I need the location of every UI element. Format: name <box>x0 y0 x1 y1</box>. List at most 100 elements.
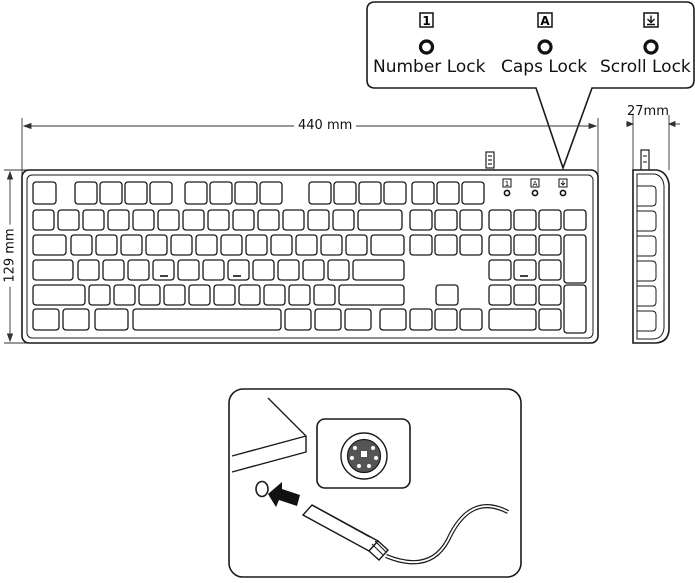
keycap <box>488 234 512 256</box>
keycap <box>488 308 537 331</box>
keycap <box>288 284 311 306</box>
keycap <box>307 209 330 231</box>
keycap <box>538 308 562 331</box>
keycap <box>434 234 458 256</box>
keycap <box>461 181 485 205</box>
number-lock-icon: 1 <box>419 12 434 28</box>
keycap <box>220 234 243 256</box>
keycap <box>188 284 211 306</box>
keycap <box>94 308 129 331</box>
keycap <box>513 209 537 231</box>
keycap <box>62 308 90 331</box>
keycap <box>538 234 562 256</box>
keyboard-number-lock-led-icon: 1 <box>502 178 512 197</box>
keycap <box>209 181 233 205</box>
keycap <box>434 209 458 231</box>
keycap <box>107 209 130 231</box>
keycap <box>538 259 562 281</box>
keycap <box>488 284 512 306</box>
keycap <box>145 234 168 256</box>
keycap <box>338 284 405 306</box>
keycap <box>252 259 275 281</box>
keycap <box>70 234 93 256</box>
keycap <box>411 181 435 205</box>
height-dimension-label: 129 mm <box>2 224 18 287</box>
keycap <box>113 284 136 306</box>
keycap <box>370 234 405 256</box>
keycap <box>459 234 483 256</box>
keycap <box>284 308 312 331</box>
keycap <box>563 234 587 284</box>
keycap <box>538 284 562 306</box>
caps-lock-led-icon <box>537 39 553 55</box>
keycap <box>132 209 155 231</box>
keycap <box>232 209 255 231</box>
keycap <box>238 284 261 306</box>
keycap <box>77 259 100 281</box>
keycap <box>563 209 587 231</box>
keycap <box>207 209 230 231</box>
keycap <box>138 284 161 306</box>
keycap <box>459 308 483 331</box>
svg-text:A: A <box>540 14 550 28</box>
keycap <box>379 308 407 331</box>
keycap <box>538 209 562 231</box>
keycap <box>344 308 372 331</box>
keycap <box>282 209 305 231</box>
keycap <box>320 234 343 256</box>
keycap <box>99 181 123 205</box>
width-dimension-line <box>21 118 599 176</box>
keycap <box>345 234 368 256</box>
port-zoom <box>316 418 411 489</box>
caps-lock-label: Caps Lock <box>501 57 588 77</box>
caps-lock-icon: A <box>537 12 553 28</box>
side-keycap <box>637 210 657 232</box>
keycap <box>88 284 111 306</box>
keyboard-scroll-lock-led-icon <box>558 178 568 197</box>
number-lock-label: Number Lock <box>373 57 486 77</box>
keycap <box>184 181 208 205</box>
keycap <box>488 259 512 281</box>
scroll-lock-label: Scroll Lock <box>600 57 691 77</box>
keycap <box>32 284 86 306</box>
keycap <box>213 284 236 306</box>
keycap <box>459 209 483 231</box>
side-keycap <box>637 260 657 282</box>
keycap <box>302 259 325 281</box>
side-keycap <box>637 310 657 332</box>
keycap <box>95 234 118 256</box>
keycap <box>149 181 173 205</box>
keycap <box>195 234 218 256</box>
keycap <box>202 259 225 281</box>
svg-text:A: A <box>533 180 538 188</box>
keyboard-cable <box>485 151 495 169</box>
keycap <box>32 234 67 256</box>
keycap <box>132 308 282 331</box>
keycap <box>182 209 205 231</box>
keycap <box>308 181 332 205</box>
keycap <box>74 181 98 205</box>
side-keycap <box>637 185 657 207</box>
keycap <box>513 284 537 306</box>
width-dimension-label: 440 mm <box>294 118 357 133</box>
keycap <box>513 234 537 256</box>
ps2-plug <box>301 504 389 561</box>
keycap <box>263 284 286 306</box>
keycap <box>127 259 150 281</box>
indicator-callout: 1 A <box>366 1 695 171</box>
side-keycap <box>637 285 657 307</box>
depth-dimension-line <box>626 115 680 170</box>
keycap <box>357 209 403 231</box>
keycap <box>314 308 342 331</box>
keycap <box>563 284 587 334</box>
keycap <box>436 181 460 205</box>
keycap <box>352 259 405 281</box>
keycap <box>32 181 57 205</box>
insert-arrow-icon <box>268 482 300 507</box>
keycap <box>358 181 382 205</box>
keycap <box>488 209 512 231</box>
keycap <box>170 234 193 256</box>
ps2-port-icon <box>255 480 269 498</box>
computer-case <box>231 397 307 473</box>
svg-text:1: 1 <box>422 14 430 28</box>
